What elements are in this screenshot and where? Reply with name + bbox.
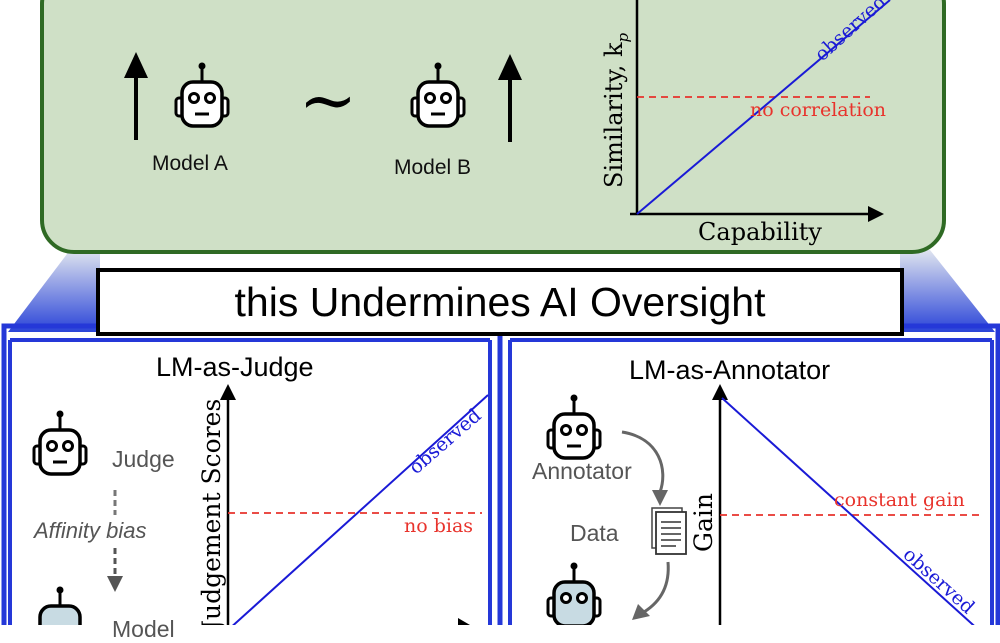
observed-line [721, 397, 975, 625]
model-a-robot-icon [174, 62, 230, 128]
annotator-robot-icon [546, 394, 602, 460]
tilde-symbol: ~ [299, 59, 358, 141]
judge-robot-icon [32, 410, 88, 476]
model-robot-icon [38, 586, 82, 625]
y-axis-arrowhead [712, 384, 728, 400]
capability-up-arrow-a-icon [124, 52, 148, 140]
data-label: Data [570, 520, 619, 546]
similarity-chart: no correlation observed Capability Simil… [600, 0, 891, 246]
observed-label: observed [811, 0, 891, 66]
model-a-label: Model A [152, 152, 228, 175]
affinity-bias-label: Affinity bias [34, 518, 147, 543]
capability-up-arrow-b-icon [498, 54, 522, 142]
constant-gain-label: constant gain [834, 489, 965, 511]
judge-chart: no bias observed Judgement Scores [197, 384, 489, 625]
data-to-model-arrow-icon [643, 561, 670, 614]
observed-label: observed [405, 405, 486, 479]
student-robot-icon [546, 562, 602, 625]
connector-left [8, 250, 100, 332]
observed-line [232, 394, 489, 625]
y-axis-label: Similarity, kp [600, 33, 632, 189]
x-axis-arrowhead [458, 618, 470, 625]
x-axis-arrowhead [868, 206, 884, 222]
y-axis-label: Gain [689, 493, 718, 552]
no-correlation-label: no correlation [750, 99, 886, 121]
annotator-panel-title: LM-as-Annotator [629, 355, 831, 385]
judge-panel-title: LM-as-Judge [156, 352, 314, 382]
affinity-bias-arrow-icon [107, 490, 123, 592]
observed-label: observed [899, 543, 979, 618]
annotator-panel-art: constant gain observed Gain [546, 384, 980, 625]
annotator-to-data-arrow-icon [621, 430, 665, 493]
gain-chart: constant gain observed Gain [689, 384, 980, 625]
connector-right [900, 250, 995, 332]
annotator-label: Annotator [532, 458, 632, 484]
background-frame [1, 250, 1000, 625]
model-b-robot-icon [410, 62, 466, 128]
y-axis-label: Judgement Scores [197, 399, 226, 625]
judge-label: Judge [112, 446, 175, 472]
judge-panel-art: no bias observed Judgement Scores [32, 384, 489, 625]
oversight-banner: this Undermines AI Oversight [96, 268, 904, 336]
x-axis-label: Capability [698, 218, 822, 246]
no-bias-label: no bias [404, 515, 473, 537]
model-label: Model [112, 616, 175, 642]
observed-line [636, 0, 891, 215]
y-axis-arrowhead [220, 384, 236, 400]
model-b-label: Model B [394, 156, 472, 179]
data-document-icon [651, 507, 687, 555]
top-panel-art: ~ no correlation observed Capability Sim… [124, 0, 891, 246]
banner-text: this Undermines AI Oversight [234, 278, 766, 325]
